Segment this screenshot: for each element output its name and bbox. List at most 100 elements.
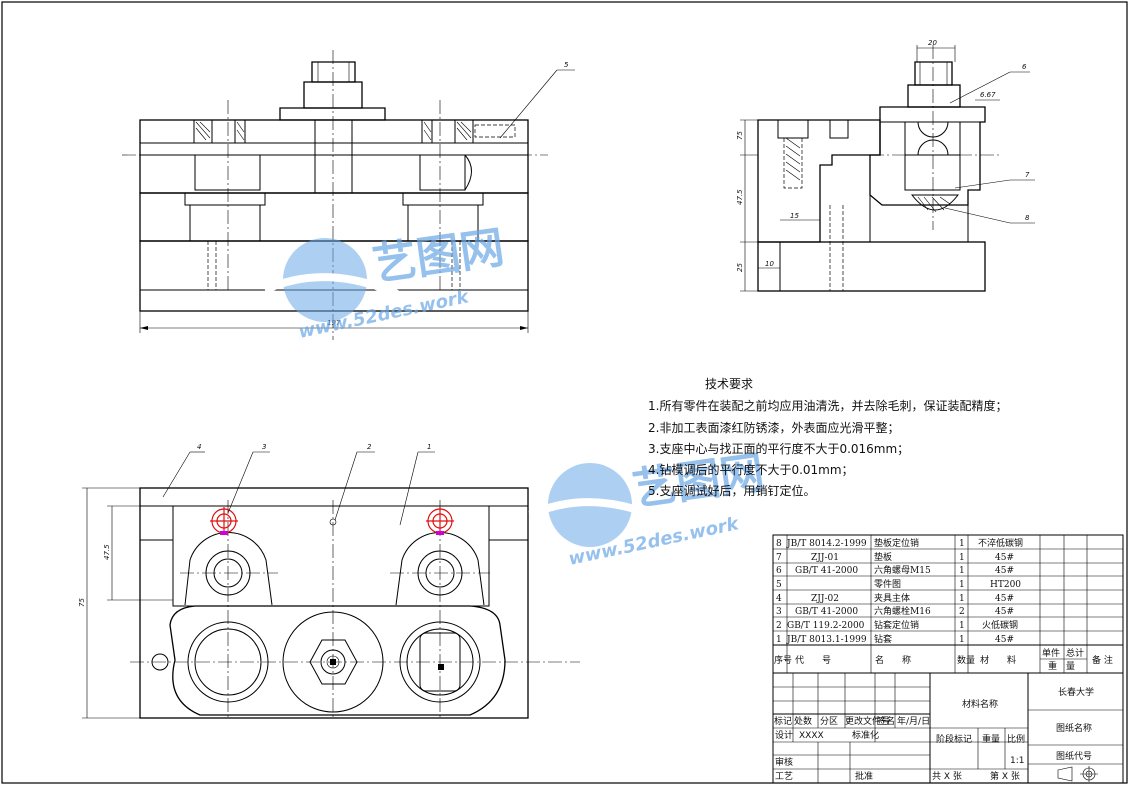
bom-header-name: 名 称 xyxy=(875,654,911,666)
label-weight: 重量 xyxy=(982,733,1000,745)
bom-row-qty: 1 xyxy=(959,566,965,576)
balloon-5: 5 xyxy=(564,61,569,69)
bom-row-name: 垫板 xyxy=(874,551,892,563)
bom-row-qty: 1 xyxy=(959,553,965,563)
bom-row-seq: 7 xyxy=(776,553,782,563)
bom-row-material: 火低碳钢 xyxy=(982,619,1018,631)
projection-symbol-icon xyxy=(1057,766,1098,782)
bom-row-name: 六角螺母M15 xyxy=(874,564,931,576)
bom-header-unit-weight: 单件 xyxy=(1042,647,1060,659)
balloon-7: 7 xyxy=(1025,171,1030,179)
balloon-6: 6 xyxy=(1022,63,1027,71)
side-view: 20 6.67 75 47.5 25 15 10 6 7 8 xyxy=(736,39,1035,292)
bom-row-code: ZJJ-02 xyxy=(811,594,839,604)
bom-row-qty: 1 xyxy=(959,594,965,604)
balloon-3: 3 xyxy=(262,443,266,451)
bom-header-qty: 数量 xyxy=(957,654,975,666)
watermark-1: 艺图网 www.52des.work xyxy=(263,222,507,343)
bom-row-seq: 5 xyxy=(776,580,782,590)
label-change-doc: 更改文件号 xyxy=(845,715,890,727)
bom-row-seq: 3 xyxy=(776,607,782,617)
balloon-1: 1 xyxy=(427,443,431,451)
bom-row-seq: 8 xyxy=(776,539,782,549)
label-sign: 签名 xyxy=(877,715,895,727)
dim-front-width: 197 xyxy=(327,319,341,327)
bom-row-name: 钻套 xyxy=(874,633,892,645)
scale-value: 1:1 xyxy=(1010,756,1024,766)
bom-header-code: 代 号 xyxy=(795,655,831,666)
bom-row-material: 不淬低碳钢 xyxy=(978,537,1023,549)
watermark-brand-1: 艺图网 xyxy=(369,222,507,291)
bom-row-qty: 1 xyxy=(959,621,965,631)
bom-row-material: 45# xyxy=(995,635,1014,645)
bom-row-seq: 6 xyxy=(776,566,782,576)
label-zone: 分区 xyxy=(820,716,838,727)
bom-row-qty: 2 xyxy=(959,607,965,617)
bom-header-remark: 备 注 xyxy=(1092,654,1113,666)
requirements-title: 技术要求 xyxy=(705,377,753,391)
dim-side-h1: 75 xyxy=(736,131,744,140)
dim-side-w: 15 xyxy=(790,212,799,220)
dim-side-w2: 10 xyxy=(765,260,774,268)
bom-header-seq: 序号 xyxy=(774,654,792,666)
label-scale: 比例 xyxy=(1007,733,1025,745)
drawing-name: 图纸名称 xyxy=(1056,722,1092,734)
sheet-number: 第 X 张 xyxy=(990,770,1020,782)
bom-row-qty: 1 xyxy=(959,635,965,645)
bom-table: 8 JB/T 8014.2-1999 垫板定位销 1 不淬低碳钢 7 ZJJ-0… xyxy=(772,534,1124,674)
designer-value: XXXX xyxy=(799,731,824,741)
bom-row-name: 六角螺栓M16 xyxy=(874,605,931,617)
bom-row-code: GB/T 41-2000 xyxy=(795,566,858,576)
label-date: 年/月/日 xyxy=(897,715,930,727)
label-approve: 批准 xyxy=(855,770,873,782)
bom-row-name: 夹具主体 xyxy=(874,592,910,604)
watermark-brand-2: 艺图网 xyxy=(629,447,767,516)
bom-row-seq: 2 xyxy=(776,621,782,631)
school-name: 长春大学 xyxy=(1058,686,1094,698)
bom-row-name: 零件图 xyxy=(874,578,901,590)
dim-side-h2: 47.5 xyxy=(736,189,744,205)
sheets-total: 共 X 张 xyxy=(932,771,962,782)
requirement-3: 3.支座中心与找正面的平行度不大于0.016mm； xyxy=(648,441,909,456)
bom-row-code: ZJJ-01 xyxy=(811,553,839,563)
label-mark: 标记 xyxy=(774,715,792,727)
label-design: 设计 xyxy=(775,729,793,741)
dim-top-h2: 75 xyxy=(78,598,86,607)
bom-row-code: JB/T 8013.1-1999 xyxy=(786,635,867,645)
bom-row-seq: 1 xyxy=(776,635,782,645)
bom-row-material: HT200 xyxy=(990,580,1021,590)
label-count: 处数 xyxy=(794,715,812,727)
drawing-code: 图纸代号 xyxy=(1056,750,1092,762)
bom-row-qty: 1 xyxy=(959,539,965,549)
bom-header-material: 材 料 xyxy=(980,654,1016,666)
bom-row-code: GB/T 119.2-2000 xyxy=(787,621,865,631)
top-view: 75 47.5 4 3 2 1 xyxy=(78,443,580,720)
bom-row-name: 钻套定位销 xyxy=(874,619,919,631)
requirement-1: 1.所有零件在装配之前均应用油清洗，并去除毛刺，保证装配精度； xyxy=(648,398,1007,413)
bom-header-weight: 重 量 xyxy=(1048,660,1075,672)
bom-row-material: 45# xyxy=(995,566,1014,576)
requirement-4: 4.钻模调后的平行度不大于0.01mm； xyxy=(648,462,854,477)
label-standardize: 标准化 xyxy=(852,729,879,741)
bom-row-code: JB/T 8014.2-1999 xyxy=(786,539,867,549)
title-block: 材料名称 长春大学 图纸名称 图纸代号 标记 处数 分区 更改文件号 签名 年/… xyxy=(772,672,1124,784)
dim-side-top: 20 xyxy=(928,39,937,47)
label-review: 审核 xyxy=(775,756,793,768)
label-stage: 阶段标记 xyxy=(936,733,972,745)
balloon-8: 8 xyxy=(1025,214,1030,222)
bom-row-code: GB/T 41-2000 xyxy=(795,607,858,617)
bom-row-material: 45# xyxy=(995,553,1014,563)
requirement-2: 2.非加工表面漆红防锈漆，外表面应光滑平整； xyxy=(648,420,899,435)
balloon-4: 4 xyxy=(197,443,201,451)
balloon-2: 2 xyxy=(367,443,372,451)
dim-top-h1: 47.5 xyxy=(103,544,111,560)
bom-header-total-weight: 总计 xyxy=(1066,647,1084,659)
material-name: 材料名称 xyxy=(962,698,998,710)
dim-side-h3: 25 xyxy=(736,263,744,272)
bom-row-material: 45# xyxy=(995,594,1014,604)
dim-side-offset: 6.67 xyxy=(980,91,996,99)
bom-row-name: 垫板定位销 xyxy=(874,537,919,549)
technical-requirements: 技术要求 1.所有零件在装配之前均应用油清洗，并去除毛刺，保证装配精度； 2.非… xyxy=(648,377,1007,498)
